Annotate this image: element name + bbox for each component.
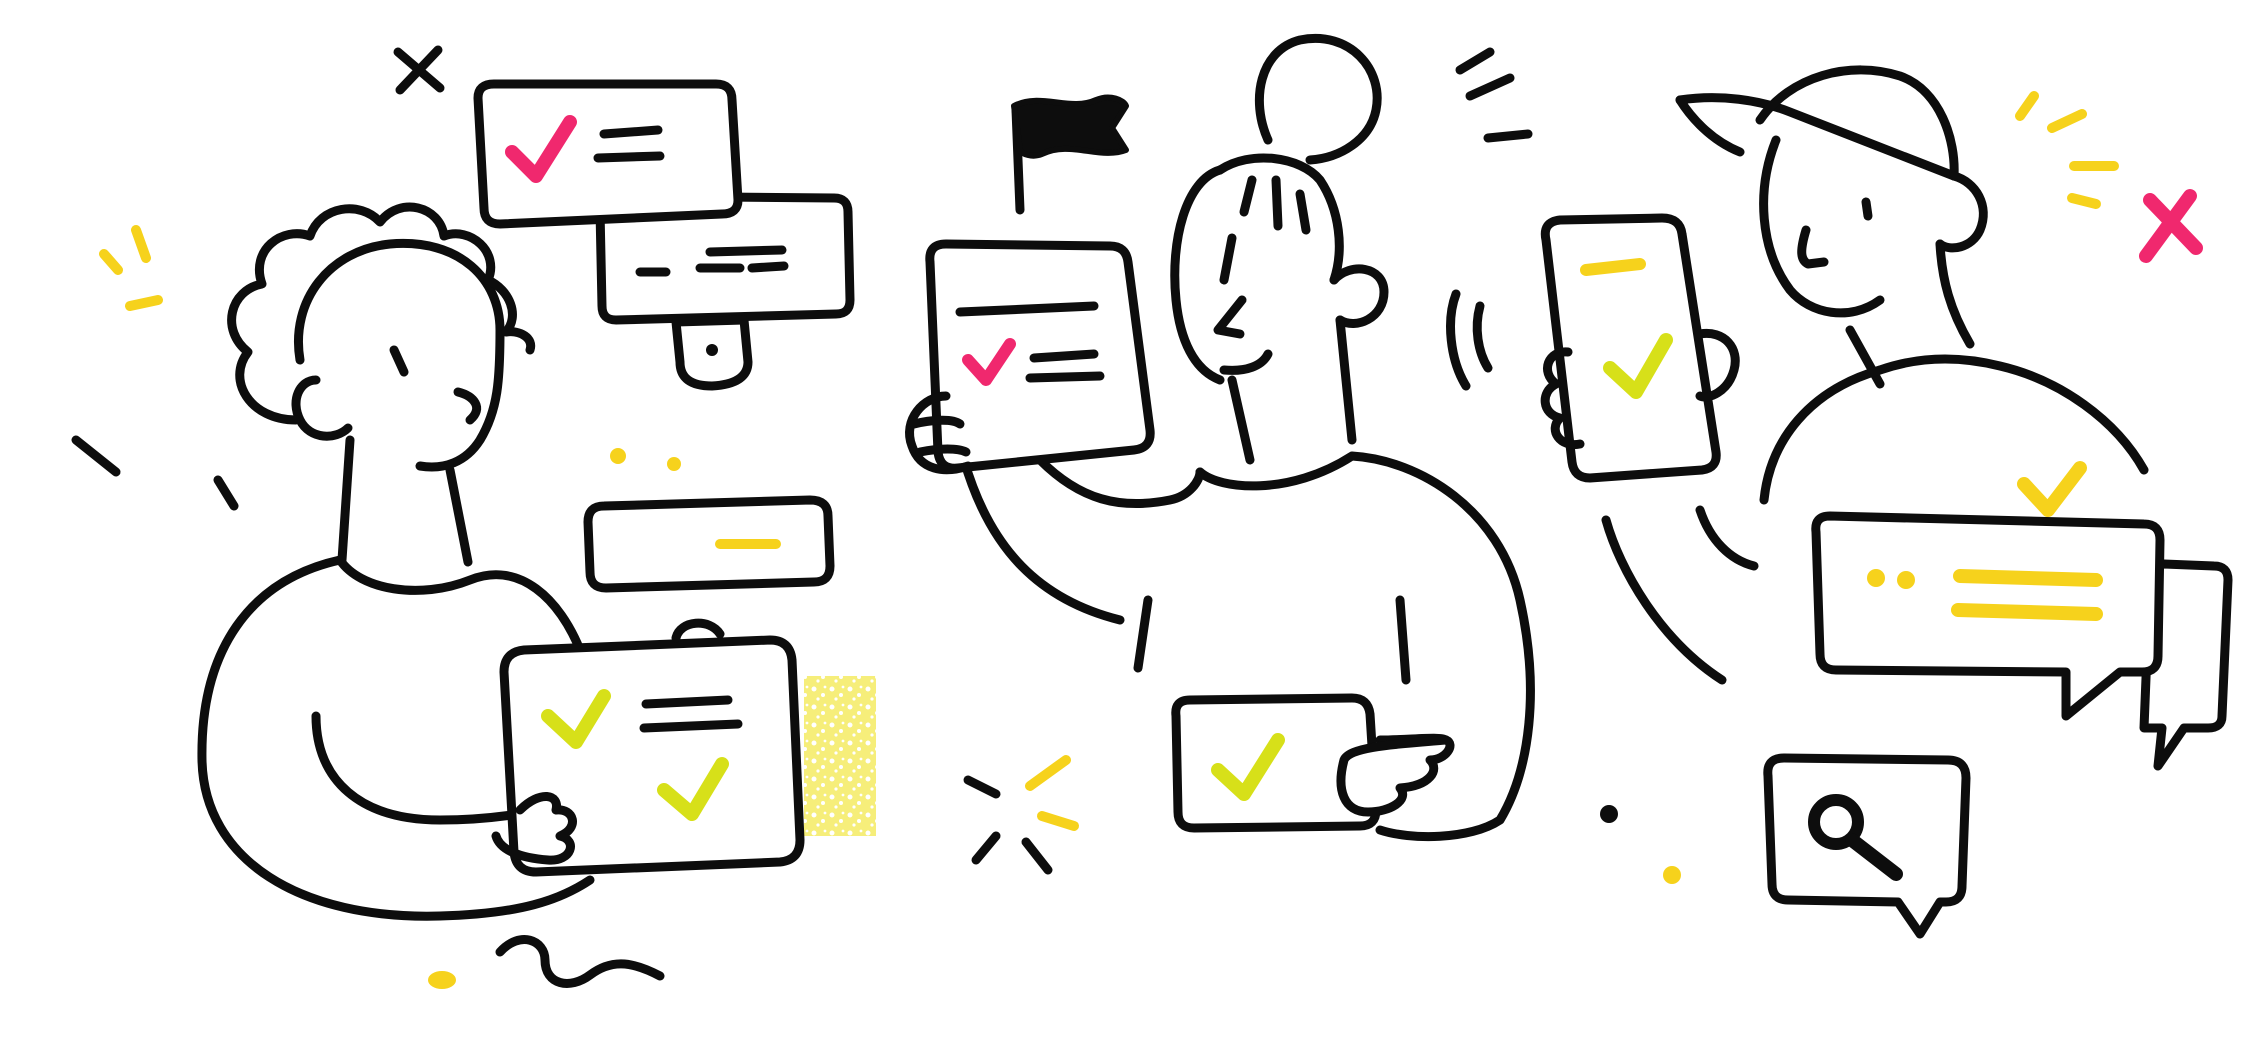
yellow-dot <box>610 448 626 464</box>
x-icon <box>2139 189 2203 263</box>
spark-lines-left <box>99 225 163 311</box>
checkmark-icon <box>541 689 611 749</box>
person-center-body <box>1195 451 1535 842</box>
checkmark-icon <box>1603 333 1673 399</box>
black-dot <box>1600 805 1618 823</box>
person-left <box>197 202 595 921</box>
person-right-head <box>1759 135 1885 318</box>
notification-cards-left <box>473 79 855 391</box>
dash-lines-top <box>1455 47 1533 143</box>
dash-lines-left <box>71 435 239 511</box>
checkmark-icon <box>657 757 729 821</box>
textured-patch <box>804 676 876 836</box>
checklist-tablet-left <box>491 618 805 877</box>
person-left-head <box>294 238 505 472</box>
checklist-card-center <box>1171 693 1455 833</box>
checklist-document-center <box>905 239 1155 475</box>
hair-bun <box>1254 34 1382 165</box>
person-center-head <box>1215 153 1344 285</box>
search-icon <box>1808 794 1903 881</box>
cap <box>1675 93 1959 181</box>
progress-pill <box>583 495 835 593</box>
phone <box>1540 213 1740 483</box>
person-left-body <box>197 555 595 921</box>
chat-bubbles-right <box>1811 461 2233 771</box>
yellow-dot <box>667 457 681 471</box>
person-right <box>1601 65 2149 685</box>
sound-waves <box>1446 289 1493 391</box>
yellow-dot <box>428 971 456 989</box>
flag-icon <box>1011 94 1129 215</box>
person-right-body <box>1759 354 2149 505</box>
spark-burst-center <box>963 755 1079 875</box>
checkmark-icon <box>505 115 577 183</box>
checkmark-icon <box>962 338 1016 386</box>
spark-lines-right <box>2015 91 2119 209</box>
curly-hair <box>227 202 536 425</box>
x-icon <box>393 45 445 95</box>
checkmark-icon <box>1211 733 1285 801</box>
search-bubble <box>1763 753 1971 939</box>
person-center <box>959 34 1535 842</box>
yellow-dot <box>1663 866 1681 884</box>
decorative-sparks <box>71 45 2203 989</box>
checkmark-icon <box>2017 461 2087 517</box>
squiggle <box>495 935 665 988</box>
